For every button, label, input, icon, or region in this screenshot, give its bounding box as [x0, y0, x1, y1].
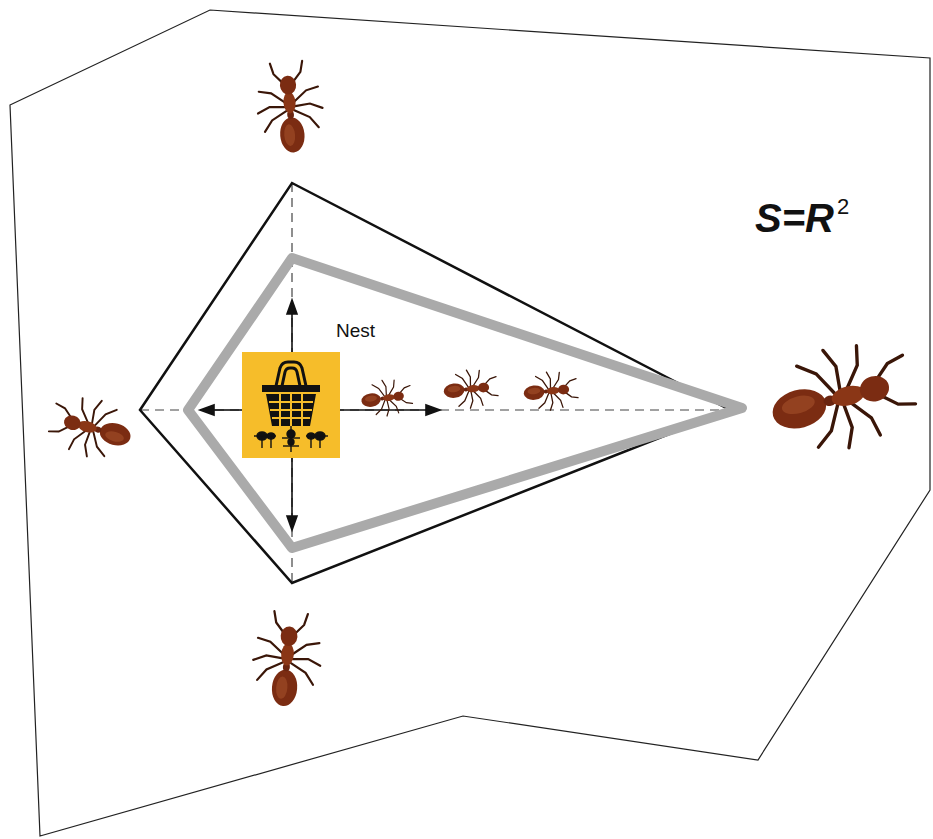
nest-box: Nest	[242, 316, 392, 460]
nest-label: Nest	[334, 320, 377, 342]
formula: S=R	[755, 196, 834, 241]
nest-icon	[242, 352, 340, 458]
formula-exponent: 2	[837, 194, 849, 220]
